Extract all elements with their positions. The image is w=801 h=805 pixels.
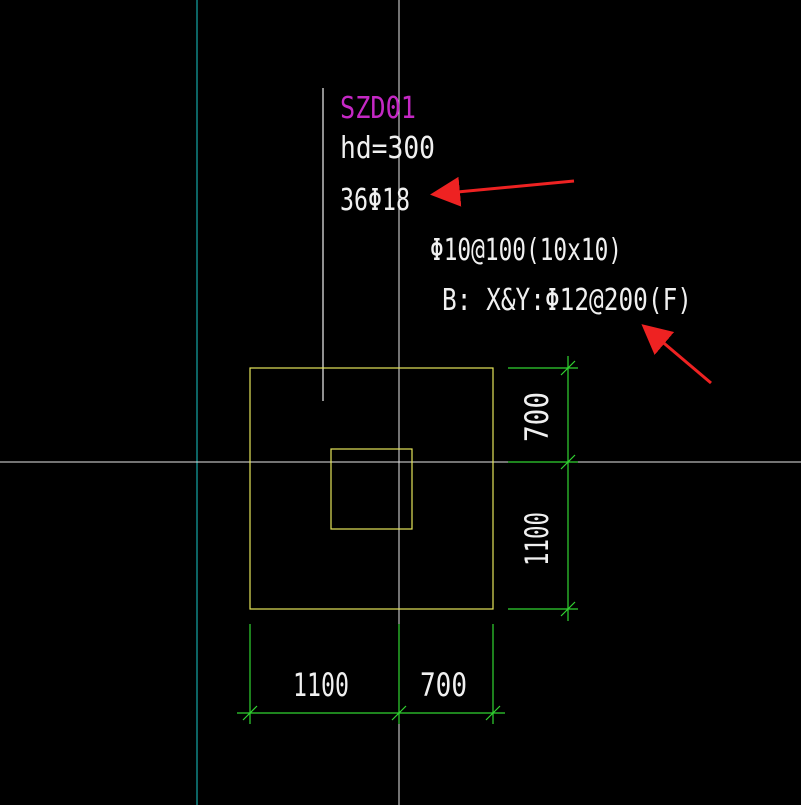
dim-vertical-bottom: 1100	[518, 512, 556, 566]
footing-tag-label: SZD01	[340, 91, 416, 126]
hd-label: hd=300	[340, 131, 435, 166]
stirrup-label: Φ10@100(10x10)	[430, 233, 622, 268]
column-outline	[330, 448, 413, 530]
red-pointer-arrow-icon	[641, 324, 712, 385]
vertical-dimension	[508, 356, 578, 621]
horizontal-dimension	[237, 624, 505, 724]
dim-vertical-top: 700	[518, 392, 556, 442]
bottom-rebar-label: B: X&Y:Φ12@200(F)	[442, 283, 692, 318]
main-rebar-label: 36Φ18	[340, 183, 410, 218]
footing-outline	[249, 367, 494, 610]
dim-horizontal-left: 1100	[293, 666, 349, 704]
red-pointer-arrow-icon	[430, 176, 575, 207]
dim-horizontal-right: 700	[420, 666, 467, 704]
